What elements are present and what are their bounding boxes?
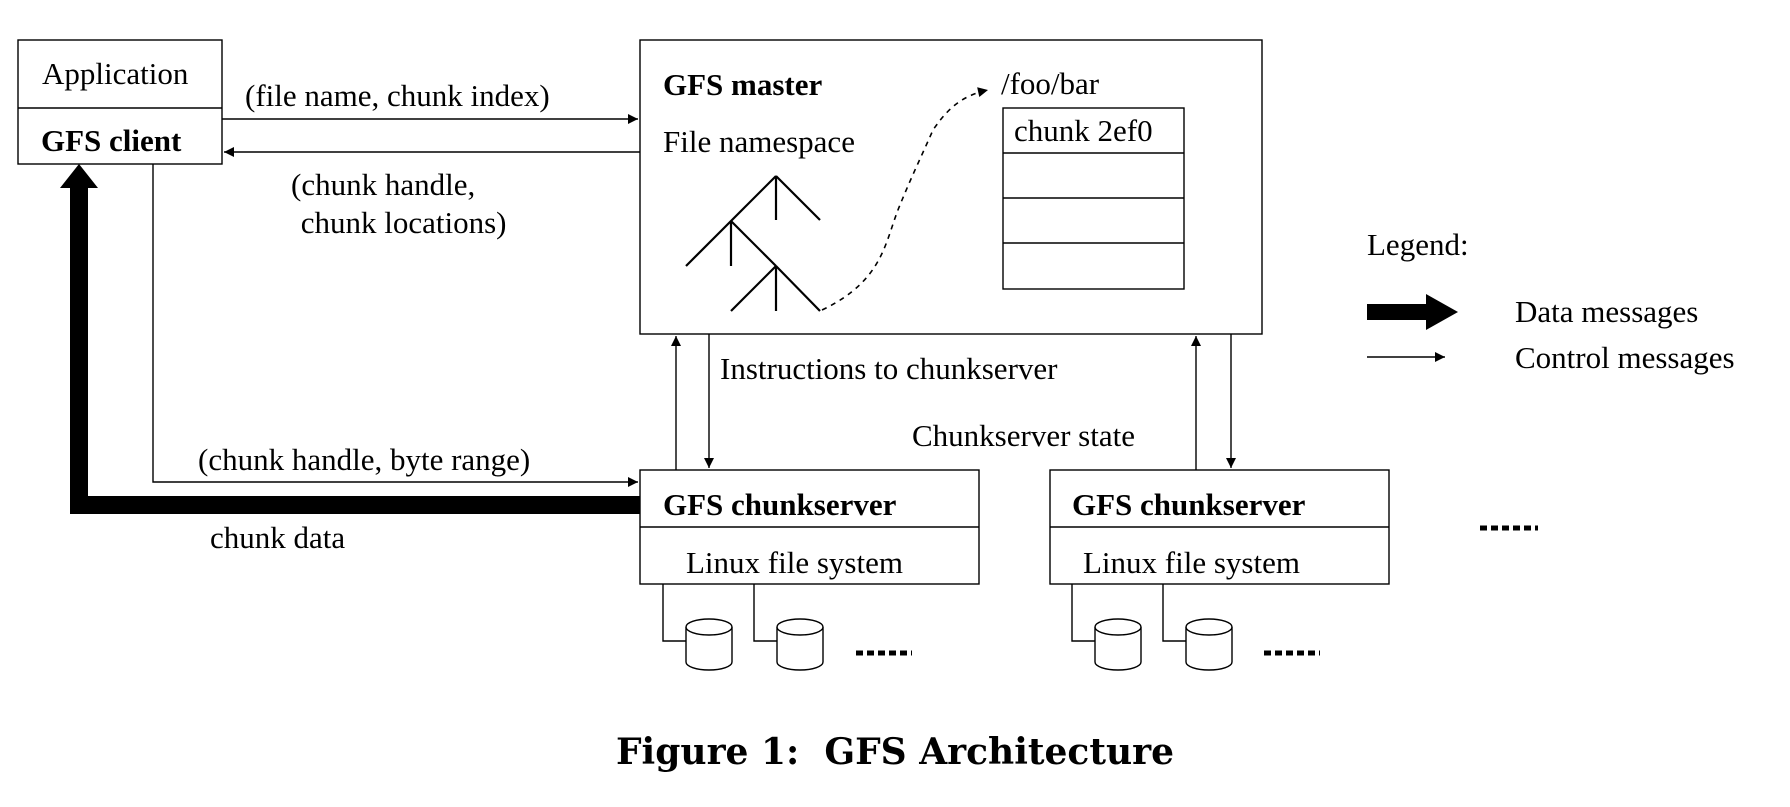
chunkserver-2-fs-label: Linux file system — [1083, 545, 1300, 580]
instructions-label: Instructions to chunkserver — [720, 351, 1058, 386]
namespace-link-dashed-arrow — [821, 87, 989, 311]
client-outer-box — [17, 39, 223, 165]
request-label: (file name, chunk index) — [245, 78, 550, 113]
disk-icon — [685, 618, 733, 671]
reply-label-line2: chunk locations) — [293, 205, 507, 240]
chunkserver-2: GFS chunkserver Linux file system — [1049, 469, 1390, 671]
chunk-data-thick-line — [70, 178, 640, 514]
chunk-data-label: chunk data — [210, 520, 345, 555]
chunk-id-label: chunk 2ef0 — [1014, 113, 1153, 148]
chunkserver-2-title: GFS chunkserver — [1072, 487, 1306, 522]
client-master-messages: (file name, chunk index) (chunk handle, … — [222, 78, 640, 240]
chunk-table: chunk 2ef0 — [1002, 107, 1185, 290]
legend-data-label: Data messages — [1515, 294, 1698, 329]
chunkserver-1-fs-label: Linux file system — [686, 545, 903, 580]
master-chunkserver-messages: Instructions to chunkserver Chunkserver … — [671, 334, 1236, 470]
read-request-label: (chunk handle, byte range) — [198, 442, 530, 477]
gfs-client-label: GFS client — [41, 123, 182, 158]
file-namespace-label: File namespace — [663, 124, 855, 159]
gfs-master-box: GFS master File namespace /foo/bar — [639, 39, 1263, 335]
chunkserver-1: GFS chunkserver Linux file system — [639, 469, 980, 671]
read-request-arrow — [152, 164, 638, 487]
path-label: /foo/bar — [1001, 66, 1100, 101]
application-label: Application — [42, 56, 189, 91]
legend: Legend: Data messages Control messages — [1367, 227, 1735, 375]
disk-icon — [776, 618, 824, 671]
legend-control-label: Control messages — [1515, 340, 1735, 375]
chunkserver-1-title: GFS chunkserver — [663, 487, 897, 522]
figure-caption: Figure 1: GFS Architecture — [616, 731, 1174, 773]
read-request-message: (chunk handle, byte range) — [152, 164, 638, 487]
namespace-tree-icon — [685, 175, 821, 312]
disk-icon — [1094, 618, 1142, 671]
gfs-client-box: Application GFS client — [17, 39, 223, 165]
chunk-data-arrowhead — [60, 164, 98, 188]
disk-icon — [1185, 618, 1233, 671]
reply-label-line1: (chunk handle, — [291, 167, 475, 202]
master-title: GFS master — [663, 67, 823, 102]
legend-data-arrowhead — [1426, 294, 1458, 330]
legend-title: Legend: — [1367, 227, 1469, 262]
chunkserver-state-label: Chunkserver state — [912, 418, 1135, 453]
chunk-data-message: chunk data — [60, 164, 640, 555]
